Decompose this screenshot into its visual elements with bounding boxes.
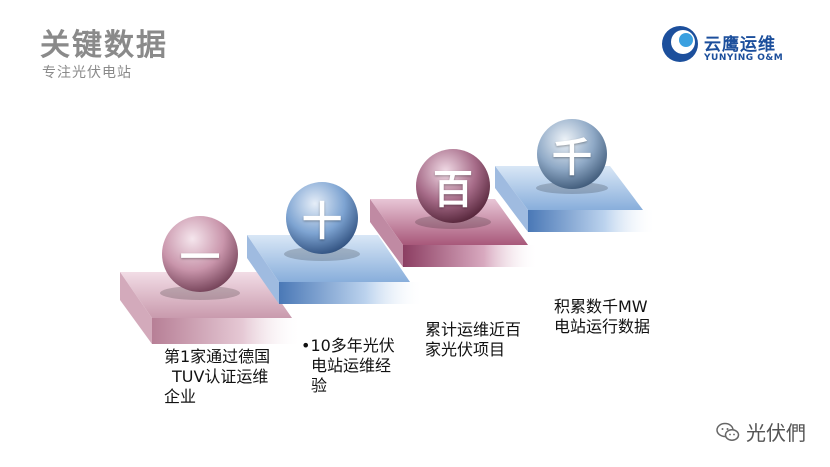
step-4-caption: 积累数千MW 电站运行数据 [554, 297, 650, 337]
step-4-front [528, 210, 656, 232]
step-2-top [247, 235, 410, 282]
step-1-caption-line: 企业 [164, 387, 197, 406]
sphere-4 [537, 119, 607, 189]
step-2-caption: •10多年光伏 电站运维经 验 [301, 336, 395, 396]
page-title: 关键数据 [40, 28, 168, 63]
step-3-caption-line: 累计运维近百 [425, 320, 522, 339]
brand-name: 云鹰运维 [704, 35, 776, 55]
sphere-1 [162, 216, 238, 292]
step-2-caption-line: 验 [311, 376, 328, 395]
step-4-caption-line: 积累数千MW [554, 297, 648, 316]
step-3-front [403, 245, 538, 267]
step-2-front [279, 282, 424, 304]
step-1-caption-line: 第1家通过德国 [164, 347, 271, 366]
sphere-1-symbol: 一 [180, 235, 220, 281]
step-3-caption: 累计运维近百 家光伏项目 [425, 320, 521, 360]
sphere-3 [416, 149, 490, 223]
step-1-front [152, 318, 302, 344]
step-1-caption-line: TUV认证运维 [172, 367, 269, 386]
step-1-top [120, 272, 292, 318]
wechat-icon [716, 422, 740, 441]
brand-name-en: YUNYING O&M [704, 53, 784, 63]
step-1-caption: 第1家通过德国 TUV认证运维 企业 [164, 347, 270, 407]
sphere-4-symbol: 千 [552, 135, 592, 181]
step-1-side [120, 272, 152, 344]
page-subtitle: 专注光伏电站 [42, 65, 132, 81]
sphere-1-shadow [160, 286, 240, 300]
brand-swirl-icon [662, 26, 698, 62]
step-3-side [370, 199, 403, 267]
step-4-side [495, 166, 528, 232]
watermark: 光伏們 [716, 417, 806, 446]
brand-logo: 云鹰运维 YUNYING O&M [660, 24, 800, 64]
step-3-caption-line: 家光伏项目 [425, 340, 506, 359]
step-2-caption-line: 电站运维经 [311, 356, 392, 375]
sphere-3-symbol: 百 [433, 167, 473, 213]
step-4-caption-line: 电站运行数据 [554, 317, 651, 336]
sphere-2-symbol: 十 [302, 199, 342, 245]
step-2-side [247, 235, 279, 304]
step-2-caption-line: •10多年光伏 [301, 336, 395, 355]
sphere-2 [286, 182, 358, 254]
watermark-text: 光伏們 [746, 421, 806, 445]
